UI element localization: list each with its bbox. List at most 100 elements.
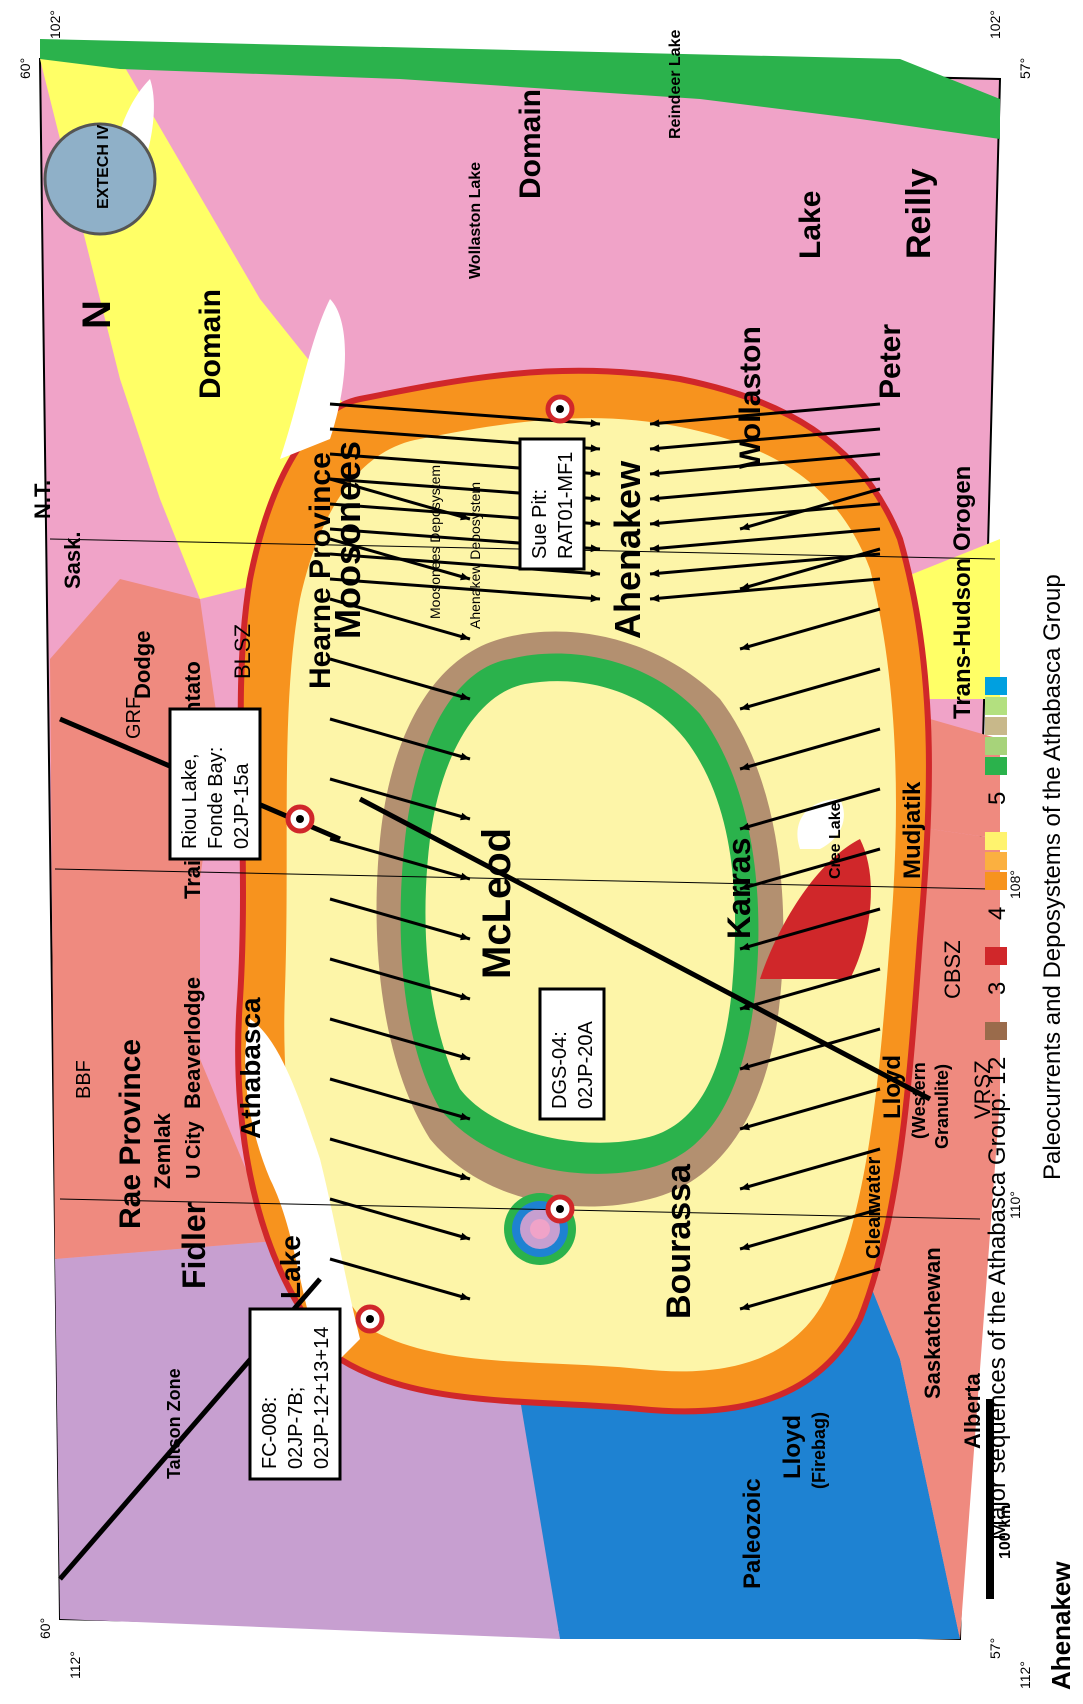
label-karras: Karras	[721, 838, 757, 939]
label-moosonees: Moosonees	[327, 441, 368, 639]
label-taltson: Taltson Zone	[164, 1368, 184, 1479]
arrow-head	[460, 932, 470, 941]
label-lake: Lake	[794, 191, 827, 259]
arrow-head	[650, 569, 660, 578]
arrow-head	[740, 882, 750, 891]
legend-swatch	[985, 852, 1007, 870]
deposystem-labels: Moosonees Ahenakew McLeod Karras Bourass…	[176, 441, 757, 1319]
legend-swatch	[985, 872, 1007, 890]
paleocurrent-arrow	[649, 502, 881, 526]
arrow-head	[590, 594, 600, 603]
arrow-head	[460, 632, 470, 641]
arrow-head	[590, 444, 600, 453]
label-fidler: Fidler	[176, 1202, 212, 1289]
arrow-head	[460, 1052, 470, 1061]
label-north: N	[75, 300, 119, 329]
label-lloyd-w: Lloyd	[879, 1055, 906, 1119]
legend-number: 5	[984, 792, 1011, 805]
fault-cbsz	[358, 796, 932, 1102]
arrow-head	[590, 419, 600, 428]
label-reindeer: Reindeer Lake	[667, 30, 684, 139]
extech-logo: EXTECH IV	[43, 122, 157, 236]
paleocurrent-arrow	[649, 452, 881, 476]
label-nt: N.T.	[30, 480, 55, 519]
label-sask: Sask.	[60, 532, 85, 590]
paleocurrent-arrow	[329, 777, 471, 821]
label-lloyd-f-sub: (Firebag)	[809, 1412, 829, 1489]
arrow-head	[740, 702, 750, 711]
label-reilly: Reilly	[900, 168, 938, 259]
paleocurrent-arrow	[649, 402, 881, 426]
paleocurrent-arrow	[329, 837, 471, 881]
paleocurrent-arrow	[649, 527, 881, 551]
label-beaverlodge: Beaverlodge	[180, 977, 205, 1109]
legend-number: 4	[984, 907, 1011, 920]
coord-lon-108: 108°	[1007, 870, 1023, 899]
label-blsz: BLSZ	[230, 624, 255, 679]
arrow-head	[740, 1302, 750, 1311]
legend-swatch	[985, 1022, 1007, 1040]
logo-text: EXTECH IV	[95, 124, 112, 209]
label-wollaston-lake: Wollaston Lake	[467, 162, 484, 279]
label-u-city: U City	[183, 1120, 205, 1179]
arrow-head	[460, 1292, 470, 1301]
arrow-head	[740, 762, 750, 771]
legend-swatch	[985, 677, 1007, 695]
paleocurrent-arrow	[649, 552, 881, 576]
arrow-head	[740, 942, 750, 951]
label-lloyd-w-sub2: Granulite)	[932, 1064, 952, 1149]
label-wollaston: Wollaston	[734, 326, 767, 469]
sample-dgs-name: DGS-04:	[549, 1031, 571, 1109]
legend-swatch	[985, 737, 1007, 755]
arrow-head	[590, 519, 600, 528]
sample-riou-id: Fonde Bay:	[205, 747, 227, 849]
coord-br-lat: 57°	[1017, 58, 1033, 79]
arrow-head	[740, 1182, 750, 1191]
paleocurrent-arrow	[649, 427, 881, 451]
label-domain-b: Domain	[514, 89, 547, 199]
label-mcleod: McLeod	[475, 828, 519, 979]
sample-sue-name: Sue Pit:	[529, 489, 551, 559]
label-zemlak: Zemlak	[150, 1112, 175, 1189]
paleocurrent-arrow	[739, 1267, 881, 1311]
paleocurrent-arrow	[329, 897, 471, 941]
paleocurrent-arrow	[739, 907, 881, 951]
legend-swatch	[985, 757, 1007, 775]
coord-br-lon: 102°	[987, 10, 1003, 39]
label-cree-lake: Cree Lake	[827, 802, 844, 879]
label-grf: GRF	[123, 697, 145, 739]
label-cbsz: CBSZ	[940, 940, 965, 999]
legend-swatch	[985, 832, 1007, 850]
reilly-green	[40, 39, 1000, 139]
athabasca-basin	[235, 367, 932, 1415]
cree-lake	[797, 799, 844, 849]
paleocurrent-arrow	[739, 1207, 881, 1251]
legend: Paleocurrents and Deposystems of the Ath…	[984, 574, 1076, 1690]
coord-bl-lon: 112°	[1017, 1661, 1033, 1689]
paleocurrent-arrow	[329, 657, 471, 701]
sample-fc-name: FC-008:	[259, 1397, 281, 1469]
paleocurrent-arrow	[329, 1137, 471, 1181]
label-lake-athabasca-1: Lake	[275, 1235, 306, 1299]
label-hearne: Hearne Province	[304, 452, 337, 689]
legend-swatch	[985, 697, 1007, 715]
label-rae: Rae Province	[114, 1039, 147, 1229]
label-ahenakew-dep: Ahenakew Deposystem	[467, 482, 483, 629]
legend-swatch	[985, 717, 1007, 735]
label-scale: 100 km	[997, 1505, 1014, 1559]
legend-number: 2	[984, 1057, 1011, 1070]
water-bodies	[110, 79, 844, 1369]
paleocurrent-arrow	[739, 847, 881, 891]
coord-bl-lat: 57°	[987, 1638, 1003, 1659]
arrow-head	[650, 519, 660, 528]
paleocurrent-arrow	[329, 577, 601, 601]
karras-red	[760, 839, 871, 979]
arrow-head	[740, 1002, 750, 1011]
label-paleozoic: Paleozoic	[739, 1478, 766, 1589]
label-vrsz: VRSZ	[970, 1060, 995, 1119]
arrow-head	[740, 582, 750, 591]
arrow-head	[740, 1062, 750, 1071]
rae-salmon	[50, 579, 300, 1259]
mcleod-inner	[425, 681, 736, 1143]
label-bourassa: Bourassa	[660, 1163, 698, 1319]
